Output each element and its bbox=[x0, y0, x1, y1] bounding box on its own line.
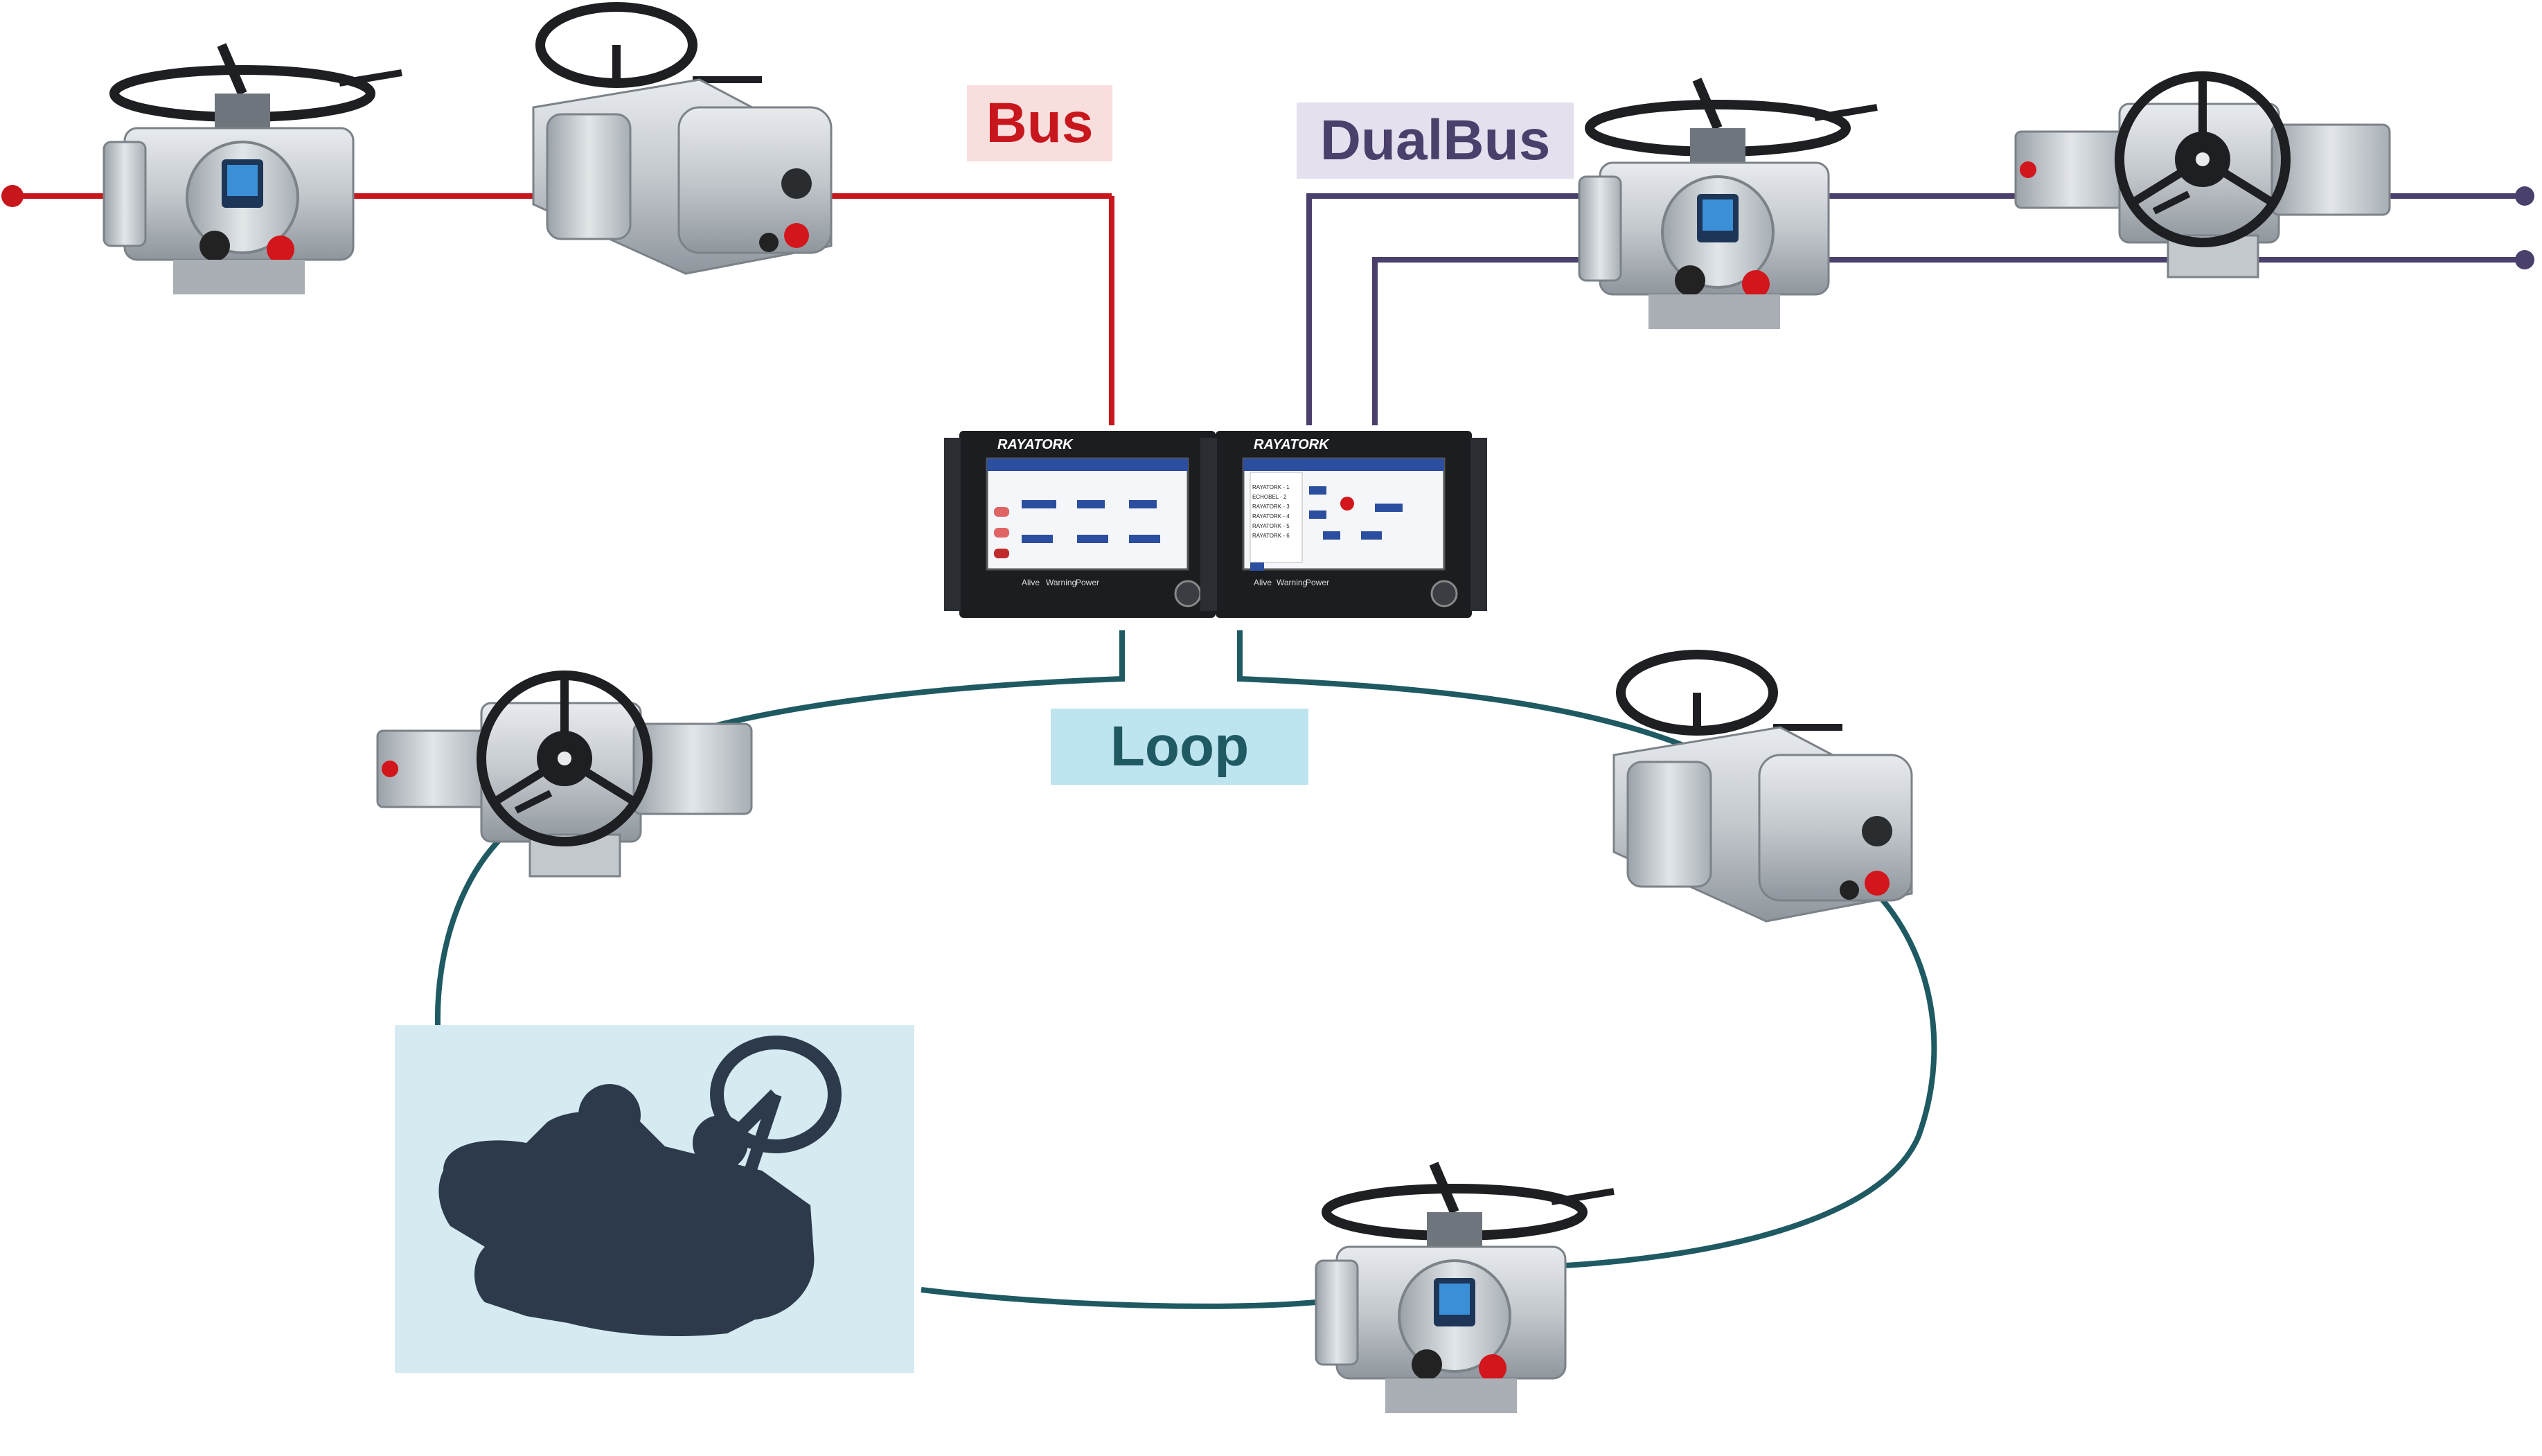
left-led-label-warning: Warning bbox=[1046, 578, 1076, 587]
right-list-item: RAYATORK - 4 bbox=[1252, 513, 1290, 520]
dualbus-connection-lines bbox=[1306, 193, 2525, 425]
right-led-label-power: Power bbox=[1306, 578, 1329, 587]
right-list-item: RAYATORK - 6 bbox=[1252, 533, 1290, 539]
controller-panel-left-icon bbox=[943, 429, 1232, 619]
right-list-item: RAYATORK - 5 bbox=[1252, 523, 1290, 529]
loop-label-text: Loop bbox=[1110, 715, 1250, 778]
dualbus-label: DualBus bbox=[1297, 103, 1574, 179]
dualbus-terminal-dot-1 bbox=[2515, 186, 2534, 206]
actuator-dualbus-2-icon bbox=[2016, 76, 2390, 277]
actuator-loop-left-icon bbox=[377, 675, 752, 876]
dualbus-terminal-dot-2 bbox=[2515, 250, 2534, 269]
loop-label: Loop bbox=[1051, 709, 1308, 785]
bus-terminal-dot bbox=[1, 185, 24, 207]
left-led-label-alive: Alive bbox=[1022, 578, 1040, 587]
right-screen-content bbox=[1250, 472, 1403, 571]
left-screen-content bbox=[994, 500, 1160, 558]
left-panel-brand: RAYATORK bbox=[997, 437, 1074, 452]
actuator-bus-2-icon bbox=[533, 7, 831, 274]
dualbus-label-text: DualBus bbox=[1319, 109, 1551, 172]
left-led-label-power: Power bbox=[1076, 578, 1099, 587]
right-list-item: RAYATORK - 3 bbox=[1252, 504, 1290, 510]
bus-label: Bus bbox=[967, 85, 1112, 161]
right-panel-brand: RAYATORK bbox=[1254, 437, 1330, 452]
actuator-loop-right-icon bbox=[1614, 655, 1912, 921]
right-list-item: ECHOBEL - 2 bbox=[1252, 494, 1287, 500]
right-led-label-warning: Warning bbox=[1277, 578, 1307, 587]
controller-panel-right-icon bbox=[1199, 429, 1488, 619]
right-led-label-alive: Alive bbox=[1254, 578, 1272, 587]
bus-label-text: Bus bbox=[986, 91, 1094, 154]
actuator-silhouette-icon bbox=[438, 1036, 842, 1337]
actuator-loop-bottom-icon bbox=[1316, 1164, 1614, 1413]
right-list-item: RAYATORK - 1 bbox=[1252, 484, 1290, 490]
actuator-bus-1-icon bbox=[104, 45, 402, 294]
actuator-dualbus-1-icon bbox=[1579, 80, 1877, 329]
